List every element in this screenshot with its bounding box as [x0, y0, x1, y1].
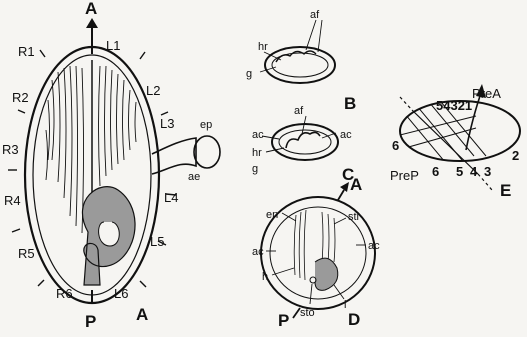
- panel-e-pre-a: PreA: [472, 86, 501, 101]
- panel-c: af ac ac hr g C: [252, 105, 354, 184]
- label-b-g: g: [246, 68, 252, 80]
- label-r4: R4: [4, 193, 21, 208]
- panel-d-posterior-line: [293, 308, 300, 318]
- label-d-i: i: [344, 299, 346, 311]
- axis-top-label: A: [85, 0, 97, 18]
- label-l1: L1: [106, 38, 120, 53]
- panel-d: A en sti ac ac h sto i P D: [252, 175, 380, 330]
- label-b-af: af: [310, 9, 320, 21]
- label-c-ac-right: ac: [340, 129, 352, 141]
- panel-e-right-number: 2: [512, 148, 519, 163]
- panel-c-outer: [272, 124, 338, 160]
- panel-d-axis-bottom: P: [278, 311, 289, 330]
- label-r1: R1: [18, 44, 35, 59]
- label-c-g: g: [252, 163, 258, 175]
- panel-e: PreA 54321 2 6 PreP 6 5 4 3 E: [390, 84, 520, 200]
- label-l3: L3: [160, 116, 174, 131]
- left-bar-field: [46, 66, 84, 233]
- panel-c-folds: [286, 132, 320, 148]
- label-c-hr: hr: [252, 147, 262, 159]
- label-ae: ae: [188, 171, 200, 183]
- label-r3: R3: [2, 142, 19, 157]
- panel-e-bottom-num-4: 4: [470, 164, 478, 179]
- tube-end: [194, 136, 220, 168]
- panel-a-label: A: [136, 305, 148, 324]
- panel-e-bottom-num-6: 6: [432, 164, 439, 179]
- panel-e-pre-p: PreP: [390, 168, 419, 183]
- label-ep: ep: [200, 119, 212, 131]
- panel-d-axis-top: A: [350, 175, 362, 194]
- label-r6: R6: [56, 286, 73, 301]
- panel-b-label: B: [344, 94, 356, 113]
- label-d-ac-right: ac: [368, 240, 380, 252]
- panel-a: A P: [2, 0, 220, 331]
- panel-e-left-number: 6: [392, 138, 399, 153]
- label-d-h: h: [262, 271, 268, 283]
- label-l2: L2: [146, 83, 160, 98]
- label-d-ac-left: ac: [252, 246, 264, 258]
- anterior-arrowhead: [86, 18, 98, 28]
- label-l4: L4: [164, 190, 178, 205]
- panel-d-label: D: [348, 310, 360, 329]
- label-c-ac-left: ac: [252, 129, 264, 141]
- label-l5: L5: [150, 234, 164, 249]
- label-d-sto: sto: [300, 307, 315, 319]
- panel-e-top-numbers: 54321: [436, 98, 472, 113]
- panel-e-label: E: [500, 181, 511, 200]
- gut-loop: [99, 222, 120, 246]
- panel-e-axis-top-dash: [400, 97, 412, 110]
- label-r5: R5: [18, 246, 35, 261]
- panel-d-arrow: [338, 190, 344, 200]
- label-c-af: af: [294, 105, 304, 117]
- label-d-en: en: [266, 209, 278, 221]
- label-b-hr: hr: [258, 41, 268, 53]
- label-r2: R2: [12, 90, 29, 105]
- label-l6: L6: [114, 286, 128, 301]
- panel-b: hr af g B: [246, 9, 356, 113]
- label-d-sti: sti: [348, 211, 359, 223]
- panel-e-bottom-num-3: 3: [484, 164, 491, 179]
- panel-e-bottom-num-5: 5: [456, 164, 463, 179]
- axis-bottom-label: P: [85, 312, 96, 331]
